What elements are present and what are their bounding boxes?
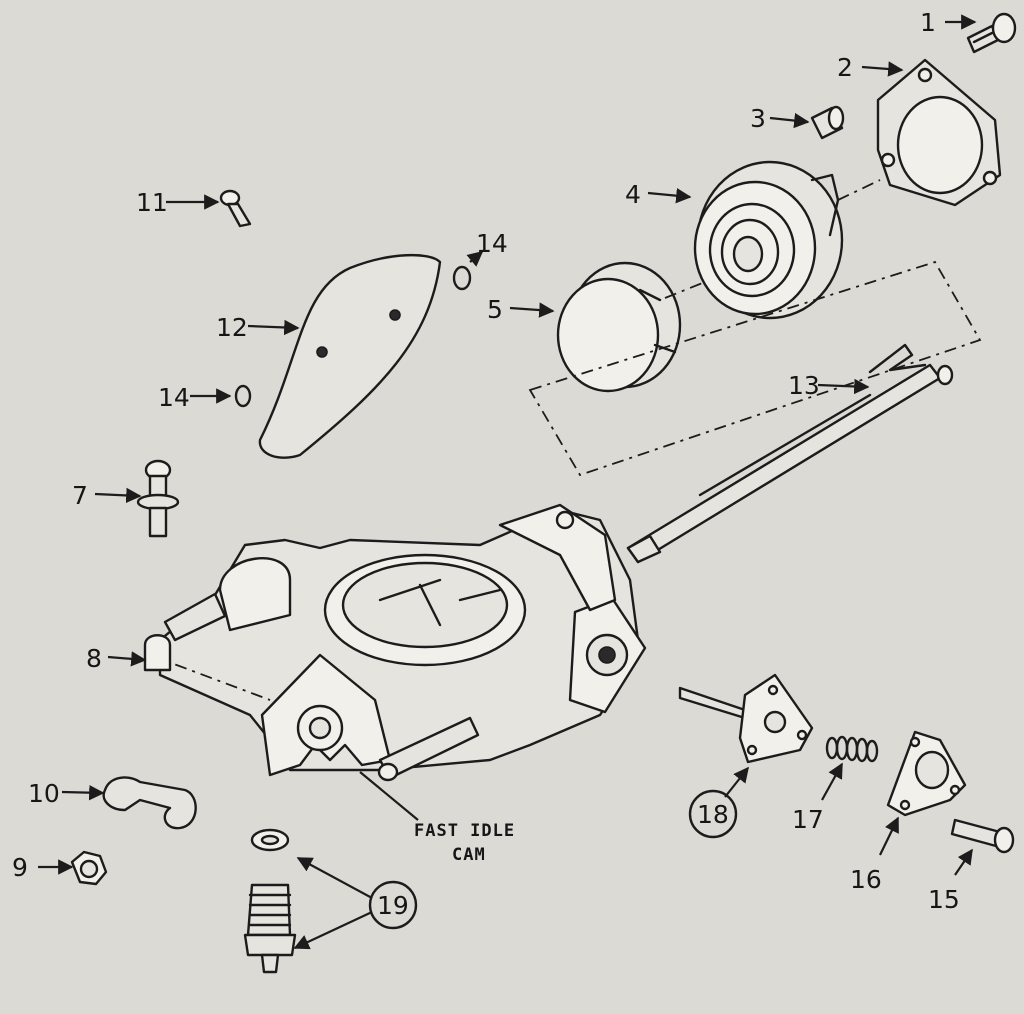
part-17-spring <box>825 735 879 763</box>
callout-10: 10 <box>28 779 60 808</box>
part-11-screw <box>219 189 252 228</box>
callout-17: 17 <box>792 805 824 834</box>
centerline-lower <box>664 281 706 299</box>
leader-arrows <box>38 14 977 950</box>
carburetor-body <box>143 503 647 782</box>
part-4-choke-housing <box>693 160 844 320</box>
callout-9: 9 <box>12 853 28 882</box>
callout-19: 19 <box>377 891 409 920</box>
callout-7: 7 <box>72 481 88 510</box>
part-2-cover-plate <box>876 58 1002 207</box>
part-12-heat-plate <box>258 253 442 459</box>
callout-13: 13 <box>788 371 820 400</box>
callout-4: 4 <box>625 180 641 209</box>
part-5-cap <box>556 261 682 393</box>
callout-11: 11 <box>136 188 168 217</box>
fast-idle-label: FAST IDLE <box>414 821 515 841</box>
part-7-screw-washer <box>136 459 180 538</box>
part-3-pin <box>810 105 845 140</box>
callout-5: 5 <box>487 295 503 324</box>
part-15-screw <box>950 818 1015 854</box>
callout-8: 8 <box>86 644 102 673</box>
callout-3: 3 <box>750 104 766 133</box>
callout-18-circle <box>688 789 738 839</box>
part-16-cover <box>886 730 967 817</box>
callout-12: 12 <box>216 313 248 342</box>
callout-15: 15 <box>928 885 960 914</box>
part-19-valve-washer <box>243 828 297 974</box>
callout-1: 1 <box>920 8 936 37</box>
centerline-upper <box>837 179 881 201</box>
part-14-ring-lower <box>234 384 252 408</box>
alignment-box <box>528 260 982 477</box>
part-18-lever-plate <box>678 673 814 764</box>
callout-18: 18 <box>697 800 729 829</box>
part-9-nut <box>70 850 108 886</box>
cam-label: CAM <box>452 845 486 865</box>
callout-14-lower: 14 <box>158 383 190 412</box>
callout-14-upper: 14 <box>476 229 508 258</box>
callout-2: 2 <box>837 53 853 82</box>
callout-19-circle <box>368 880 418 930</box>
part-13-choke-shaft <box>626 343 954 564</box>
part-1-screw <box>966 12 1017 54</box>
part-14-ring-upper <box>452 265 472 291</box>
callout-16: 16 <box>850 865 882 894</box>
part-10-fast-idle-link <box>102 776 197 830</box>
